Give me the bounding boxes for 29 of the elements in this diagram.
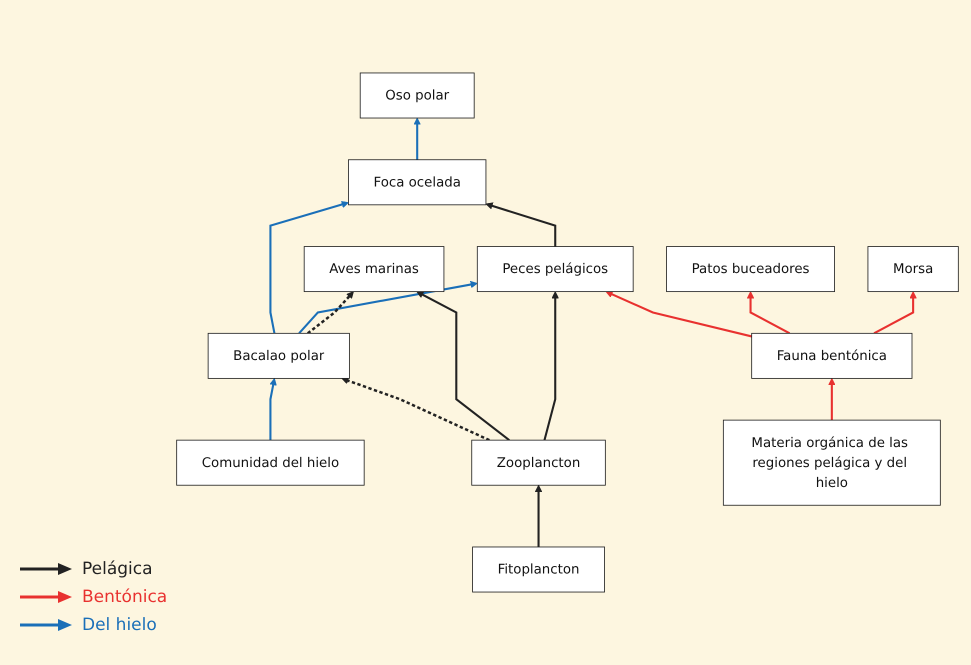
arrow — [486, 202, 556, 247]
arrow — [298, 280, 478, 334]
arrow — [269, 200, 349, 334]
node-box: Foca ocelada — [348, 159, 486, 206]
arrow — [543, 291, 559, 440]
node-box: Patos buceadores — [666, 246, 835, 292]
node-box: Zooplancton — [471, 440, 606, 486]
node-box: Aves marinas — [304, 246, 444, 292]
arrow — [306, 291, 354, 334]
arrow — [534, 484, 542, 547]
node-box: Fauna bentónica — [751, 332, 912, 379]
arrow — [416, 291, 510, 441]
node-box: Fitoplancton — [472, 546, 605, 592]
node-box: Oso polar — [360, 72, 475, 118]
arrow — [269, 378, 277, 440]
legend-label: Pelágica — [82, 559, 153, 579]
node-box: Bacalao polar — [208, 332, 350, 379]
node-box: Comunidad del hielo — [176, 440, 365, 486]
node-box: Peces pelágicos — [476, 246, 634, 292]
legend-label: Del hielo — [82, 615, 157, 635]
node-box: Morsa — [868, 246, 959, 292]
arrow — [828, 378, 836, 420]
arrow — [874, 291, 917, 334]
legend-label: Bentónica — [82, 587, 168, 607]
arrow — [341, 377, 490, 442]
arrow — [606, 290, 752, 338]
arrow — [414, 118, 421, 160]
node-box: Materia orgánica de las regiones pelágica y del hielo — [722, 420, 941, 506]
arrow — [746, 291, 790, 334]
